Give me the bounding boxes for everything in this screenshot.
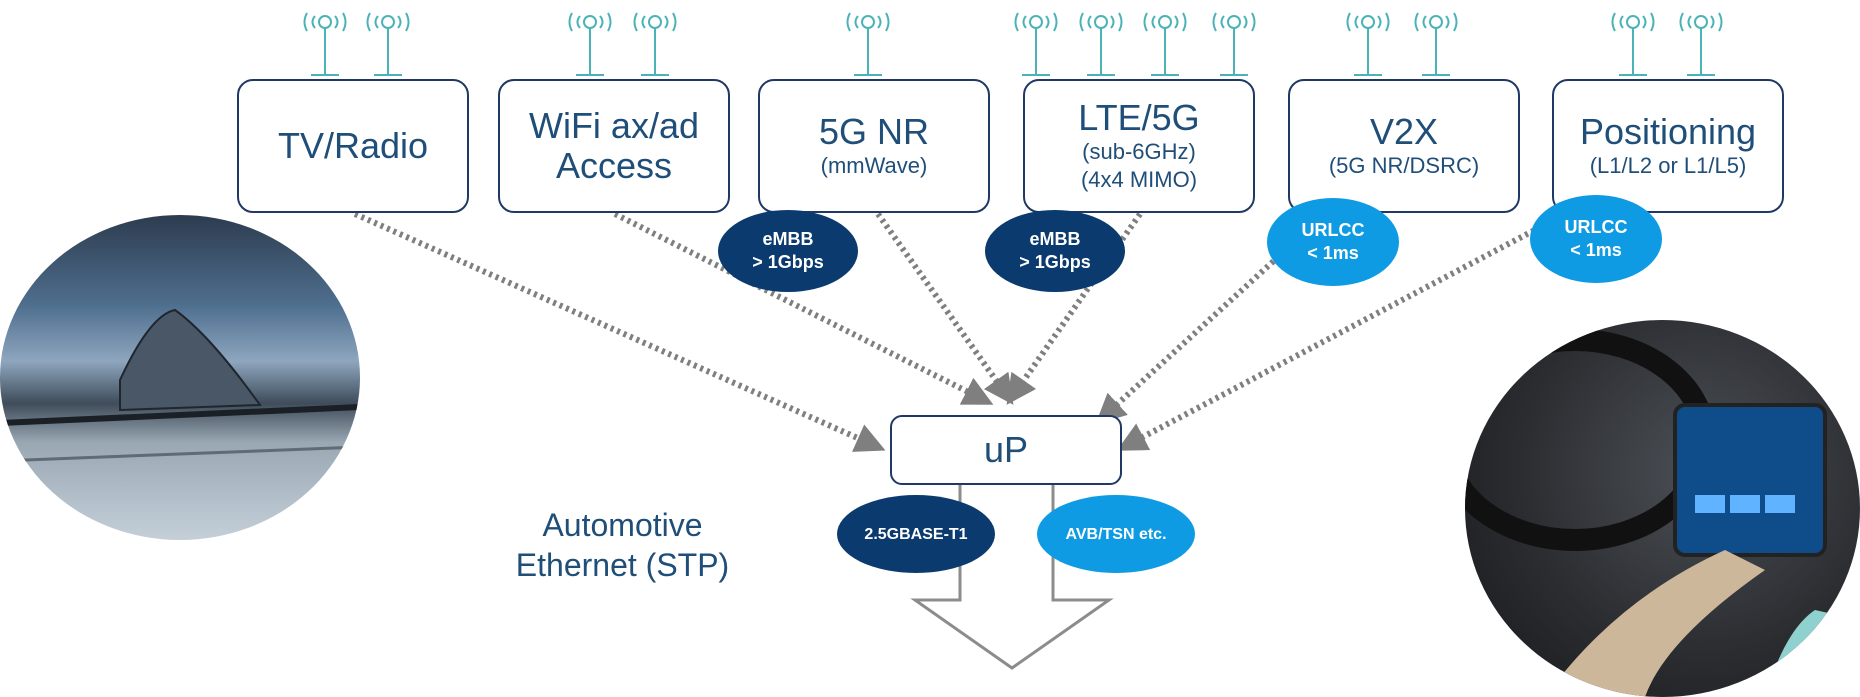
- module-tv-radio: TV/Radio: [237, 79, 469, 213]
- connector-5gnr: [875, 212, 1014, 405]
- module-title: WiFi ax/ad Access: [528, 105, 700, 186]
- antenna-icons: [303, 12, 1723, 76]
- badge-line: < 1ms: [1570, 240, 1622, 260]
- module-title: LTE/5G: [1078, 97, 1200, 138]
- module-title: V2X: [1369, 111, 1439, 152]
- automotive-ethernet-label: Automotive Ethernet (STP): [515, 507, 730, 583]
- badge-line: > 1Gbps: [1019, 252, 1091, 272]
- badge-2-5gbase-t1: 2.5GBASE-T1: [837, 495, 995, 573]
- module-lte-5g: LTE/5G (sub-6GHz) (4x4 MIMO): [1023, 79, 1255, 213]
- antenna-icon: [1079, 12, 1123, 76]
- badge-avb-tsn: AVB/TSN etc.: [1037, 495, 1195, 573]
- shark-fin-antenna-icon: [119, 308, 262, 412]
- antenna-icon: [1212, 12, 1256, 76]
- module-title: 5G NR: [818, 111, 930, 152]
- antenna-icon: [633, 12, 677, 76]
- antenna-icon: [1611, 12, 1655, 76]
- module-title: Positioning: [1579, 111, 1757, 152]
- antenna-photo: [0, 215, 360, 540]
- antenna-icon: [303, 12, 347, 76]
- module-subtitle: (4x4 MIMO): [1080, 167, 1198, 192]
- antenna-icon: [1346, 12, 1390, 76]
- dashboard-photo: [1465, 320, 1860, 697]
- badge-line: URLCC: [1564, 217, 1628, 237]
- badge-line: 2.5GBASE-T1: [864, 525, 968, 543]
- module-v2x: V2X (5G NR/DSRC): [1288, 79, 1520, 213]
- badge-urlcc-positioning: URLCC < 1ms: [1530, 195, 1662, 283]
- antenna-icon: [1679, 12, 1723, 76]
- module-subtitle: (5G NR/DSRC): [1328, 153, 1480, 178]
- processor-label: uP: [983, 429, 1029, 470]
- processor-box: uP: [890, 415, 1122, 485]
- antenna-icon: [1143, 12, 1187, 76]
- badge-embb-lte: eMBB > 1Gbps: [985, 210, 1125, 292]
- antenna-icon: [366, 12, 410, 76]
- module-positioning: Positioning (L1/L2 or L1/L5): [1552, 79, 1784, 213]
- antenna-icon: [1414, 12, 1458, 76]
- badge-embb-5gnr: eMBB > 1Gbps: [718, 210, 858, 292]
- car-touchscreen-icon: [1673, 403, 1827, 557]
- module-title: TV/Radio: [277, 125, 429, 166]
- connector-tv: [353, 211, 886, 452]
- module-subtitle: (sub-6GHz): [1082, 139, 1196, 164]
- badge-line: eMBB: [762, 229, 814, 249]
- antenna-icon: [1014, 12, 1058, 76]
- badge-urlcc-v2x: URLCC < 1ms: [1267, 198, 1399, 286]
- badge-line: < 1ms: [1307, 243, 1359, 263]
- badge-line: AVB/TSN etc.: [1065, 525, 1167, 543]
- module-subtitle: (L1/L2 or L1/L5): [1589, 153, 1747, 178]
- antenna-icon: [846, 12, 890, 76]
- badge-line: > 1Gbps: [752, 252, 824, 272]
- module-subtitle: (mmWave): [820, 153, 928, 178]
- antenna-icon: [568, 12, 612, 76]
- module-5g-nr: 5G NR (mmWave): [758, 79, 990, 213]
- badge-line: URLCC: [1301, 220, 1365, 240]
- module-wifi: WiFi ax/ad Access: [498, 79, 730, 213]
- badge-line: eMBB: [1029, 229, 1081, 249]
